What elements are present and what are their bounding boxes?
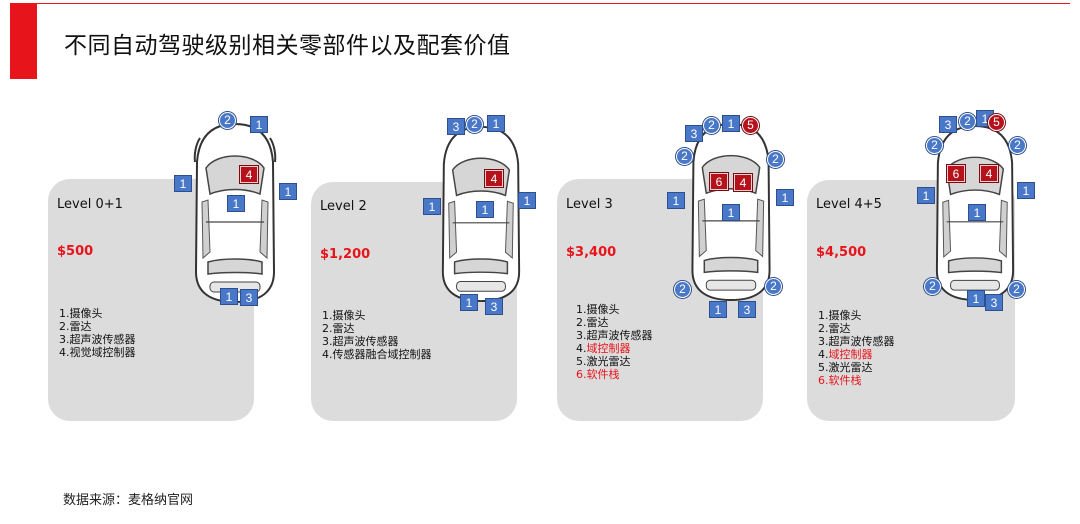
component-item: 3.超声波传感器 (322, 335, 399, 348)
camera-marker: 1 (518, 192, 536, 209)
camera-marker: 1 (722, 204, 740, 221)
radar-marker: 2 (765, 278, 782, 295)
component-list: 1.摄像头 2.雷达 3.超声波传感器 4.传感器融合域控制器 (322, 309, 432, 361)
camera-marker: 1 (476, 201, 494, 218)
radar-marker: 2 (674, 281, 691, 298)
camera-marker: 1 (220, 288, 238, 305)
component-item: 3.超声波传感器 (818, 335, 895, 348)
page-title: 不同自动驾驶级别相关零部件以及配套价值 (64, 33, 511, 59)
component-item-number: 4. (576, 342, 587, 355)
camera-marker: 1 (250, 116, 268, 133)
radar-marker: 2 (466, 116, 483, 133)
component-item: 5.激光雷达 (818, 361, 873, 374)
component-item: 2.雷达 (818, 322, 851, 335)
domain-controller-marker: 4 (733, 173, 753, 192)
ultrasonic-marker: 3 (240, 289, 258, 306)
ultrasonic-marker: 3 (738, 301, 756, 318)
component-item: 1.摄像头 (322, 309, 366, 322)
radar-marker: 2 (926, 137, 943, 154)
source-note: 数据来源：麦格纳官网 (63, 493, 194, 508)
camera-marker: 1 (279, 183, 297, 200)
software-stack-marker: 6 (946, 164, 966, 183)
ultrasonic-marker: 3 (985, 294, 1003, 311)
camera-marker: 1 (1017, 182, 1035, 199)
component-item: 2.雷达 (59, 320, 92, 333)
title-accent-bar (10, 3, 37, 79)
component-item: 3.超声波传感器 (59, 333, 136, 346)
camera-marker: 1 (967, 290, 985, 307)
component-item: 1.摄像头 (59, 307, 103, 320)
software-stack-marker: 6 (709, 172, 729, 191)
lidar-marker: 5 (988, 114, 1005, 131)
component-item: 4.视觉域控制器 (59, 346, 136, 359)
price-label: $1,200 (320, 247, 371, 262)
camera-marker: 1 (487, 115, 505, 132)
car-diagram-0 (193, 122, 277, 304)
camera-marker: 1 (667, 192, 685, 209)
camera-marker: 1 (423, 198, 441, 215)
camera-marker: 1 (227, 195, 245, 212)
component-item: 4.传感器融合域控制器 (322, 348, 432, 361)
radar-marker: 2 (924, 278, 941, 295)
ultrasonic-marker: 3 (939, 116, 957, 133)
component-item: 1.摄像头 (818, 309, 862, 322)
component-item: 6.软件栈 (818, 374, 862, 387)
component-item: 5.激光雷达 (576, 355, 631, 368)
component-item: 2.雷达 (322, 322, 355, 335)
component-item: 3.超声波传感器 (576, 329, 653, 342)
ultrasonic-marker: 3 (485, 298, 503, 315)
component-item-highlight: 域控制器 (828, 348, 873, 361)
camera-marker: 1 (174, 175, 192, 192)
camera-marker: 1 (460, 294, 478, 311)
component-item-number: 4. (818, 348, 829, 361)
component-item-highlight: 域控制器 (586, 342, 631, 355)
component-item: 4.域控制器 (818, 348, 895, 361)
component-list: 1.摄像头 2.雷达 3.超声波传感器 4.域控制器 5.激光雷达 6.软件栈 (818, 309, 895, 387)
camera-marker: 1 (776, 189, 794, 206)
domain-controller-marker: 4 (979, 164, 999, 183)
radar-marker: 2 (1009, 137, 1026, 154)
radar-marker: 2 (959, 113, 976, 130)
radar-marker: 2 (767, 151, 784, 168)
price-label: $3,400 (566, 245, 617, 260)
level-label: Level 2 (320, 199, 367, 214)
component-list: 1.摄像头 2.雷达 3.超声波传感器 4.域控制器 5.激光雷达 6.软件栈 (576, 303, 653, 381)
price-label: $4,500 (816, 245, 867, 260)
ultrasonic-marker: 3 (685, 125, 703, 142)
domain-controller-marker: 4 (484, 169, 504, 188)
radar-marker: 2 (676, 148, 693, 165)
camera-marker: 1 (709, 301, 727, 318)
component-item: 1.摄像头 (576, 303, 620, 316)
component-list: 1.摄像头 2.雷达 3.超声波传感器 4.视觉域控制器 (59, 307, 136, 359)
radar-marker: 2 (703, 117, 720, 134)
level-label: Level 0+1 (57, 197, 123, 212)
lidar-marker: 5 (742, 117, 759, 134)
camera-marker: 1 (722, 115, 740, 132)
level-label: Level 3 (566, 197, 613, 212)
camera-marker: 1 (917, 187, 935, 204)
component-item: 2.雷达 (576, 316, 609, 329)
component-item: 4.域控制器 (576, 342, 653, 355)
level-label: Level 4+5 (816, 197, 882, 212)
ultrasonic-marker: 3 (447, 118, 465, 135)
price-label: $500 (57, 244, 94, 259)
top-rule (37, 3, 1070, 4)
radar-marker: 2 (219, 112, 236, 129)
domain-controller-marker: 4 (239, 165, 259, 184)
radar-marker: 2 (1008, 281, 1025, 298)
camera-marker: 1 (968, 204, 986, 221)
component-item: 6.软件栈 (576, 368, 620, 381)
